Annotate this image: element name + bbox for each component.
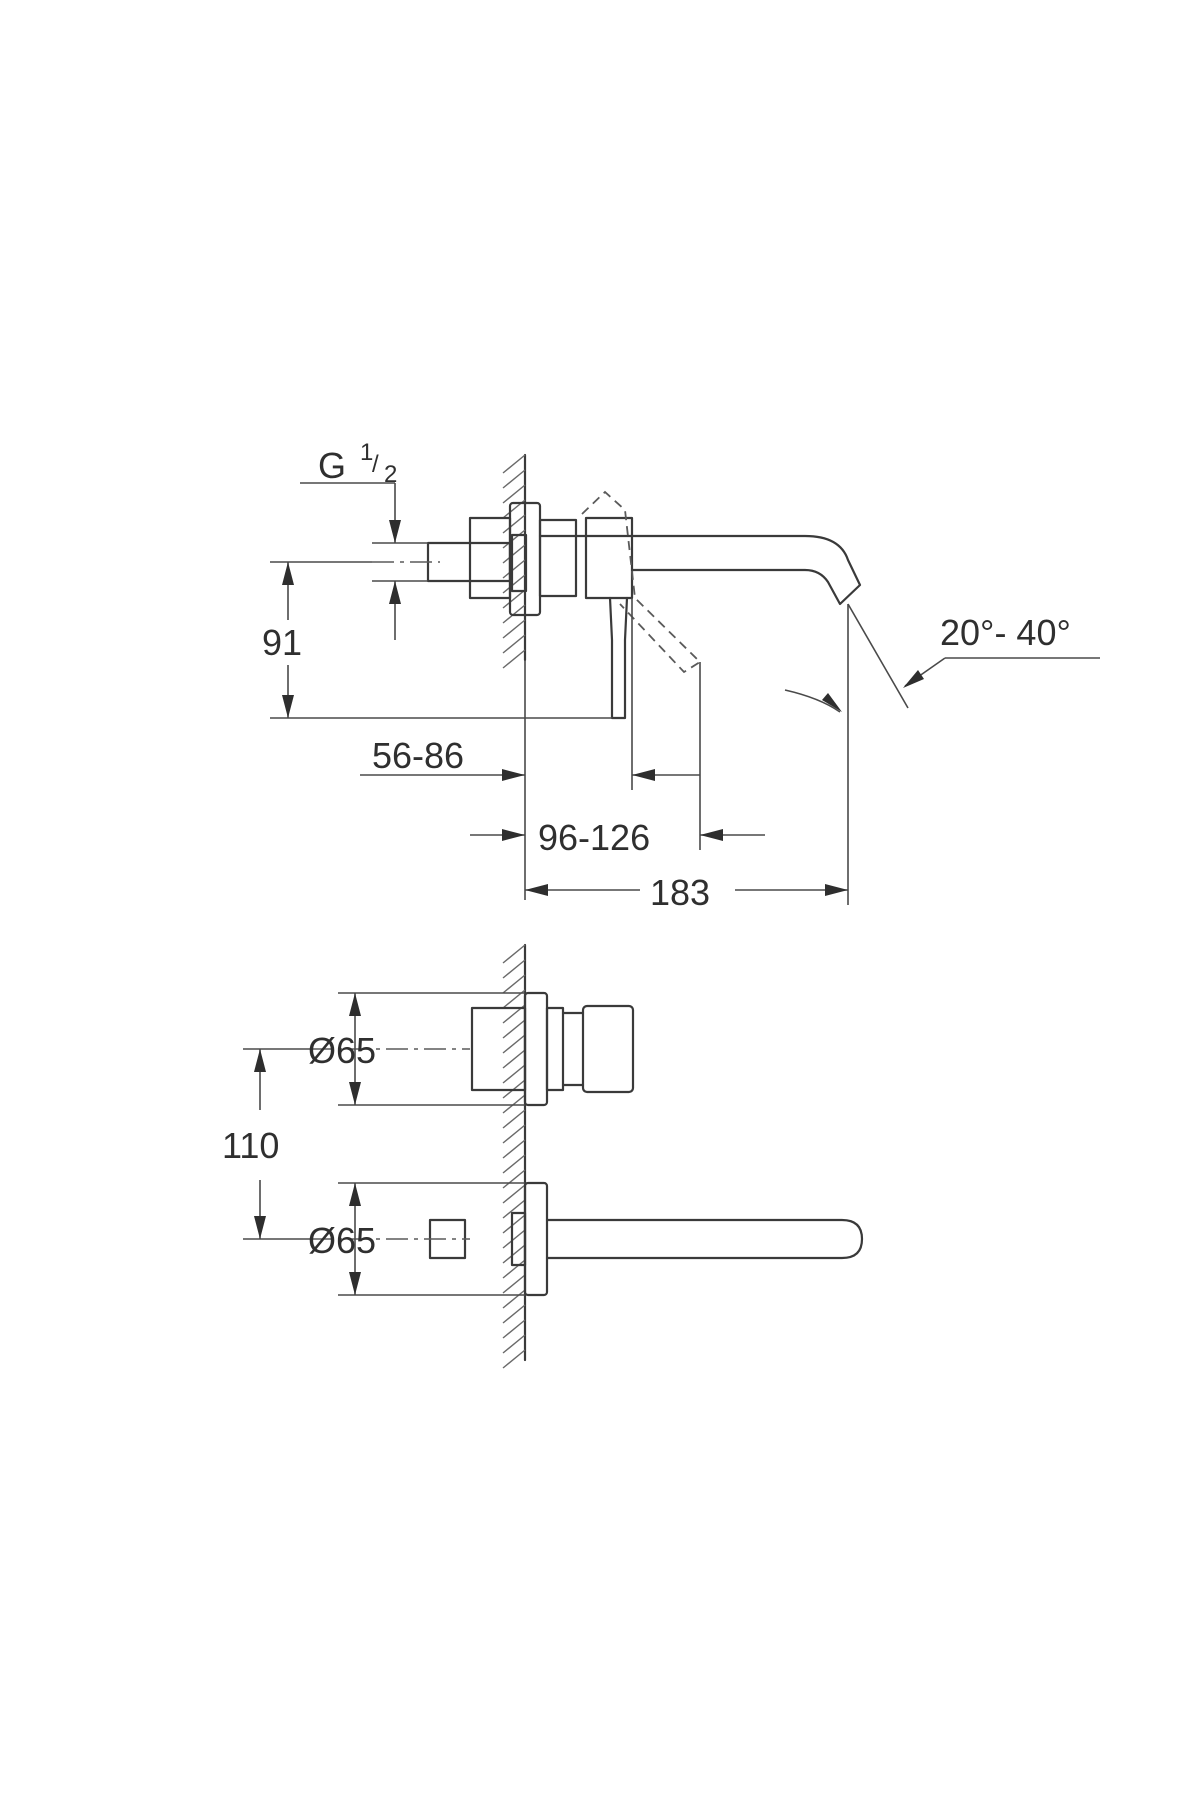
hatch-line bbox=[502, 1274, 526, 1294]
mixer-cap-front bbox=[581, 1004, 635, 1094]
hatch-line bbox=[502, 1094, 526, 1114]
spout-front bbox=[545, 1218, 864, 1260]
hatch-line bbox=[502, 1154, 526, 1174]
hatch-line bbox=[502, 1304, 526, 1324]
thread-fraction-num: 1 bbox=[360, 439, 373, 466]
angle-label: 20°- 40° bbox=[940, 612, 1071, 653]
hatch-line bbox=[502, 529, 526, 549]
spout bbox=[538, 534, 862, 606]
height-91-label: 91 bbox=[262, 622, 302, 663]
hatch-line bbox=[502, 1124, 526, 1144]
hatch-line bbox=[502, 1289, 526, 1309]
side-view bbox=[270, 453, 1100, 905]
hatch-line bbox=[502, 1184, 526, 1204]
hatch-line bbox=[502, 1229, 526, 1249]
hatch-line bbox=[502, 1319, 526, 1339]
front-view bbox=[243, 943, 864, 1369]
lever bbox=[608, 596, 629, 720]
hatch-line bbox=[502, 1169, 526, 1189]
hatch-line bbox=[502, 484, 526, 504]
spout-collar bbox=[538, 518, 578, 598]
mixer-body bbox=[584, 516, 634, 600]
hatch-line bbox=[502, 454, 526, 474]
hatch-line bbox=[502, 559, 526, 579]
diameter-top-label: Ø65 bbox=[308, 1030, 376, 1071]
hatch-line bbox=[502, 1244, 526, 1264]
hatch-line bbox=[502, 1139, 526, 1159]
hatch-line bbox=[502, 1049, 526, 1069]
hatch-line bbox=[502, 514, 526, 534]
hatch-line bbox=[502, 1199, 526, 1219]
hatch-line bbox=[502, 1034, 526, 1054]
plate-inner bbox=[510, 533, 528, 593]
depth-96-126-label: 96-126 bbox=[538, 817, 650, 858]
hatch-line bbox=[502, 574, 526, 594]
depth-56-86-label: 56-86 bbox=[372, 735, 464, 776]
hatch-line bbox=[502, 944, 526, 964]
hatch-line bbox=[502, 649, 526, 669]
thread-fraction-den: 2 bbox=[384, 461, 397, 488]
hatch-line bbox=[502, 544, 526, 564]
wall-hatch-side bbox=[502, 453, 527, 669]
thread-label: G bbox=[318, 445, 346, 486]
mixer-plate-front bbox=[523, 991, 549, 1107]
hatch-line bbox=[502, 1019, 526, 1039]
hatch-line bbox=[502, 634, 526, 654]
hatch-line bbox=[502, 959, 526, 979]
hatch-line bbox=[502, 619, 526, 639]
hatch-line bbox=[502, 469, 526, 489]
diameter-bottom-label: Ø65 bbox=[308, 1220, 376, 1261]
hatch-line bbox=[502, 1214, 526, 1234]
mixer-housing-front bbox=[470, 1006, 527, 1092]
hatch-line bbox=[502, 974, 526, 994]
hatch-line bbox=[502, 1259, 526, 1279]
hatch-line bbox=[502, 1349, 526, 1369]
spout-plate-front bbox=[523, 1181, 549, 1297]
spacing-110-label: 110 bbox=[222, 1125, 279, 1166]
hatch-line bbox=[502, 1109, 526, 1129]
length-183-label: 183 bbox=[650, 872, 710, 913]
mixer-handle-front bbox=[545, 1006, 565, 1092]
hatch-line bbox=[502, 1064, 526, 1084]
spout-inner-plate bbox=[510, 1211, 527, 1267]
thread-fraction-slash: / bbox=[372, 451, 379, 478]
housing-body bbox=[468, 516, 512, 600]
lever-swing-dashed bbox=[581, 490, 702, 674]
hatch-line bbox=[502, 1334, 526, 1354]
hatch-line bbox=[502, 589, 526, 609]
